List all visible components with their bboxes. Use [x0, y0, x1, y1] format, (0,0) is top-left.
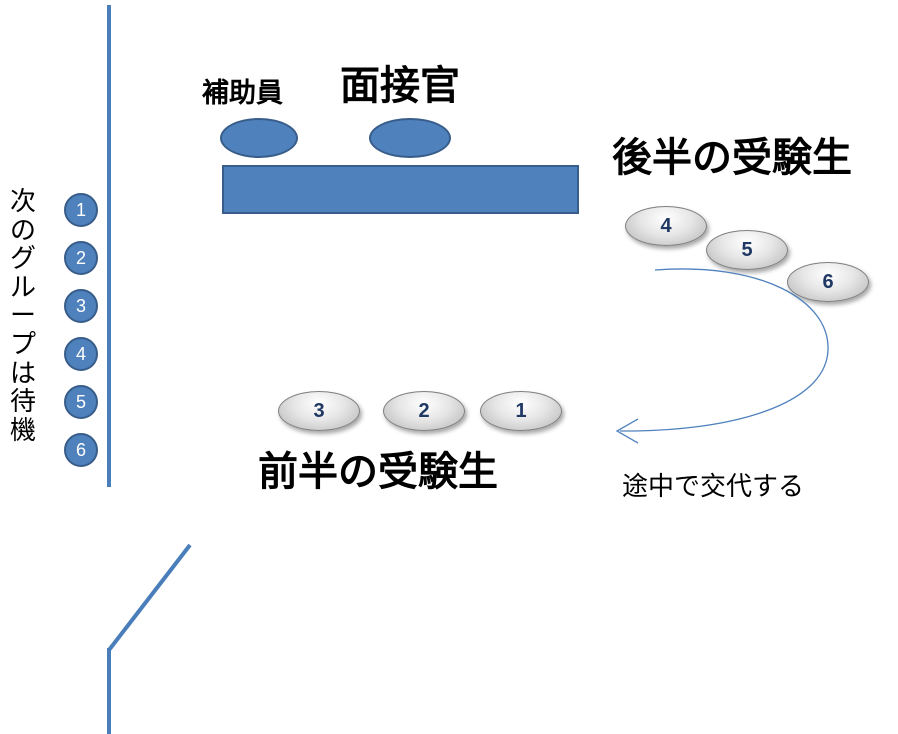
- wall-vertical-upper: [107, 5, 111, 487]
- waiting-student-4: 4: [64, 337, 98, 371]
- waiting-student-6: 6: [64, 433, 98, 467]
- wall-vertical-lower: [107, 648, 111, 734]
- latter-student-6: 6: [787, 262, 869, 302]
- waiting-student-2: 2: [64, 241, 98, 275]
- interviewer-label: 面接官: [340, 63, 460, 109]
- first-half-label: 前半の受験生: [258, 449, 498, 495]
- first-student-1: 1: [480, 391, 562, 431]
- interview-desk: [222, 165, 579, 214]
- swap-label: 途中で交代する: [622, 472, 805, 502]
- waiting-label: 次のグループは待機: [9, 187, 36, 446]
- waiting-student-3: 3: [64, 289, 98, 323]
- latter-student-4: 4: [625, 206, 707, 246]
- first-student-2: 2: [383, 391, 465, 431]
- latter-student-5: 5: [706, 230, 788, 270]
- first-student-3: 3: [278, 391, 360, 431]
- assistant-label: 補助員: [202, 78, 283, 109]
- latter-half-label: 後半の受験生: [612, 135, 852, 181]
- assistant-seat: [220, 118, 298, 158]
- waiting-student-1: 1: [64, 193, 98, 227]
- interviewer-seat: [369, 118, 451, 158]
- waiting-student-5: 5: [64, 385, 98, 419]
